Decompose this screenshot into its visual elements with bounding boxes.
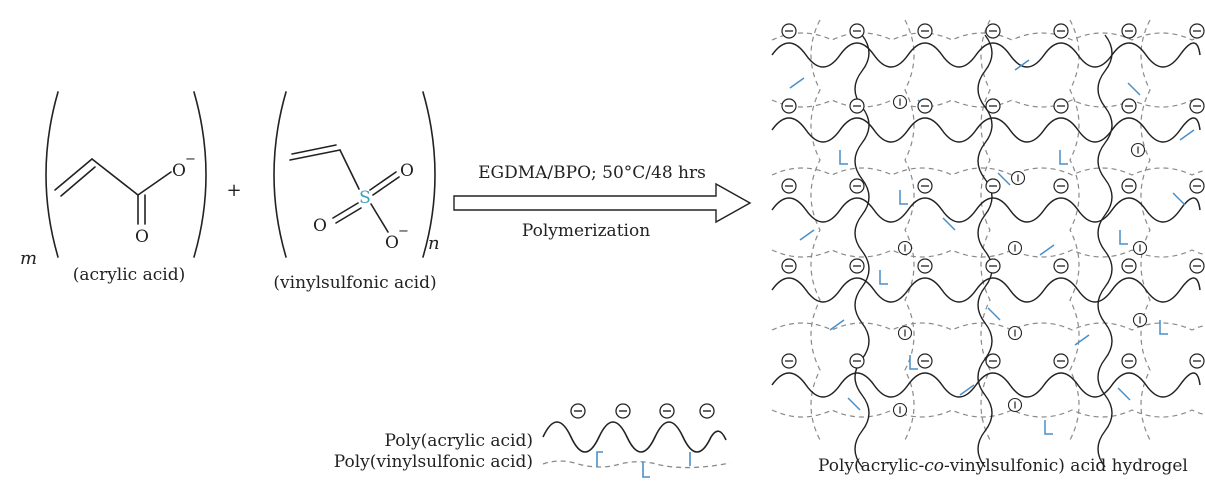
caption-part-1: Poly(acrylic- [818, 456, 925, 476]
sulfonate-tick [1179, 129, 1195, 141]
hydrogel-caption: Poly(acrylic-co-vinylsulfonic) acid hydr… [818, 458, 1188, 475]
minus-circle-icon [570, 403, 586, 419]
sulfonate-tick [829, 319, 845, 331]
bracket-left [273, 91, 287, 258]
caption-part-2: -vinylsulfonic) acid hydrogel [943, 456, 1188, 476]
bond-alpha [91, 158, 139, 196]
sulfonate-tick [899, 190, 908, 205]
plus-sign: + [226, 180, 241, 201]
bond-vinyl-double [291, 144, 337, 155]
legend-pvs-ticks [596, 451, 691, 478]
bond-s-o-right-double [372, 176, 400, 196]
sulfonate-tick [1059, 150, 1068, 165]
multiplier-n: n [428, 233, 440, 254]
sulfonate-tick [1044, 420, 1053, 435]
pvs-chain [1140, 19, 1151, 441]
acrylic-name: (acrylic acid) [73, 265, 185, 285]
vs-o-right: O [400, 161, 414, 181]
sulfonate-tick [987, 307, 1001, 321]
hollow-right-arrow-icon [453, 182, 752, 224]
sulfonate-tick [1074, 334, 1090, 346]
pvs-chain [904, 19, 915, 441]
acrylic-acid-structure [45, 91, 207, 258]
pvs-chain [980, 19, 991, 441]
vs-o-left: O [313, 216, 327, 236]
sulfonate-tick [789, 77, 805, 89]
sulfur-atom: S [359, 188, 371, 208]
legend-pvs-chain [542, 460, 731, 469]
pvs-chain [771, 99, 1205, 108]
vinylsulfonic-acid-structure [273, 91, 436, 258]
bond-c-s [339, 149, 360, 190]
minus-circle-icon [659, 403, 675, 419]
sulfonate-tick [1172, 192, 1186, 206]
legend-paa-charges [570, 403, 715, 419]
sulfonate-tick [1119, 230, 1128, 245]
paa-chain [771, 117, 1201, 143]
reaction-process: Polymerization [522, 221, 650, 241]
sulfonate-tick [1039, 244, 1055, 256]
bond-s-o-bottom [370, 203, 389, 233]
minus-circle-icon [699, 403, 715, 419]
legend-pvs-label: Poly(vinylsulfonic acid) [334, 452, 533, 472]
paa-chain [771, 372, 1201, 398]
bond-c-o [137, 171, 172, 196]
sulfonate-tick [879, 270, 888, 285]
hydrogel-network [771, 19, 1205, 468]
sulfonate-tick [1159, 320, 1168, 335]
vs-o-bottom: O [385, 233, 399, 253]
bracket-right [422, 91, 436, 258]
bond-vinyl [289, 149, 341, 161]
sulfonate-tick [1117, 387, 1131, 401]
reaction-conditions: EGDMA/BPO; 50°C/48 hrs [478, 163, 706, 183]
legend-paa-chain [542, 421, 727, 453]
bond-s-o-left [332, 202, 359, 219]
caption-part-co: co [924, 456, 944, 476]
minus-circle-icon [615, 403, 631, 419]
paa-chain [771, 277, 1201, 303]
sulfonate-tick [1014, 59, 1030, 71]
pvs-chain [771, 409, 1205, 418]
crosslink-chain [1097, 34, 1113, 468]
crosslink-chain [977, 34, 993, 468]
sulfonate-tick [1127, 82, 1141, 96]
sulfonate-tick [959, 384, 975, 396]
sulfonate-tick [799, 229, 815, 241]
bracket-left [45, 91, 59, 258]
sulfonate-tick [839, 150, 848, 165]
acrylic-o-bottom: O [135, 227, 149, 247]
legend-paa-label: Poly(acrylic acid) [385, 431, 533, 451]
paa-chain [771, 197, 1201, 223]
bond-s-o-left-double [335, 207, 362, 224]
sulfonate-tick [942, 217, 956, 231]
bond-vinyl [54, 158, 93, 191]
sulfonate-tick [847, 397, 861, 411]
pvs-chain [1069, 19, 1080, 441]
vs-charge-bottom: − [398, 224, 409, 239]
acrylic-charge-top: − [185, 152, 196, 167]
multiplier-m: m [20, 248, 37, 269]
sulfonate-tick [909, 355, 918, 370]
bond-s-o-right [369, 171, 397, 191]
vinylsulfonic-name: (vinylsulfonic acid) [273, 273, 436, 293]
paa-chain [771, 42, 1201, 68]
pvs-chain [771, 167, 1205, 176]
pvs-chain [771, 32, 1205, 41]
sulfonate-tick [997, 172, 1011, 186]
bracket-right [193, 91, 207, 258]
acrylic-o-top: O [172, 161, 186, 181]
pvs-chain [810, 19, 821, 441]
bond-vinyl-double [60, 166, 96, 197]
